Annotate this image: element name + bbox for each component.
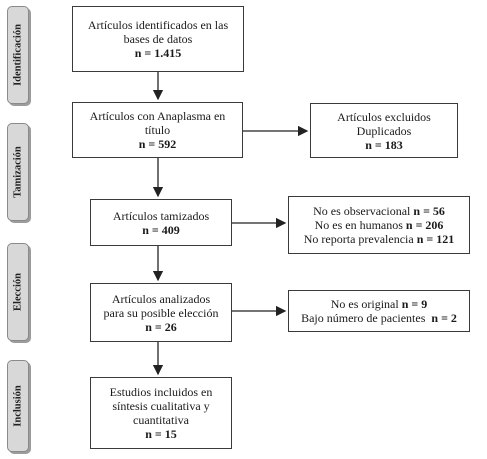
- box-identified: Artículos identificados en las bases de …: [72, 6, 244, 72]
- box-screening-exclusions: No es observacional n = 56 No es en huma…: [288, 196, 470, 254]
- box-count: n = 592: [138, 137, 177, 151]
- phase-identificacion: Identificación: [7, 6, 29, 104]
- box-count: n = 183: [365, 137, 403, 152]
- box-text: Artículos con Anaplasma en: [89, 109, 226, 123]
- phase-inclusion: Inclusión: [7, 360, 29, 452]
- exclusion-row: No reporta prevalencia n = 121: [303, 232, 455, 246]
- box-excluded-duplicates: Artículos excluidos Duplicados n = 183: [310, 103, 458, 158]
- exclusion-row: No es en humanos n = 206: [314, 218, 444, 232]
- box-analysis-exclusions: No es original n = 9 Bajo número de paci…: [288, 290, 470, 332]
- box-count: n = 1.415: [134, 46, 182, 60]
- box-text: para su posible elección: [103, 305, 219, 320]
- box-text: síntesis cualitativa y: [112, 399, 210, 413]
- box-text: título: [144, 123, 171, 137]
- exclusion-row: No es original n = 9: [330, 297, 428, 311]
- phase-eleccion: Elección: [7, 243, 29, 341]
- phase-label: Elección: [12, 273, 24, 311]
- box-text: Estudios incluidos en: [109, 385, 213, 399]
- phase-label: Identificación: [12, 24, 24, 86]
- box-count: n = 26: [145, 319, 177, 334]
- phase-label: Tamización: [12, 146, 24, 198]
- box-text: cuantitativa: [133, 413, 189, 427]
- box-count: n = 15: [145, 427, 177, 441]
- box-text: Artículos tamizados: [112, 208, 210, 223]
- exclusion-row: Bajo número de pacientes n = 2: [301, 311, 457, 325]
- box-screened: Artículos tamizados n = 409: [90, 199, 232, 246]
- box-title: Artículos con Anaplasma en título n = 59…: [72, 102, 243, 158]
- exclusion-row: No es observacional n = 56: [313, 204, 445, 218]
- phase-label: Inclusión: [12, 385, 24, 427]
- box-included: Estudios incluidos en síntesis cualitati…: [90, 377, 232, 449]
- box-text: bases de datos: [123, 32, 193, 46]
- box-text: Duplicados: [356, 123, 412, 138]
- box-text: Artículos identificados en las: [87, 18, 229, 32]
- box-count: n = 409: [142, 222, 180, 237]
- phase-tamizacion: Tamización: [7, 123, 29, 221]
- box-analyzed: Artículos analizados para su posible ele…: [90, 283, 232, 342]
- box-text: Artículos analizados: [111, 291, 211, 306]
- box-text: Artículos excluidos: [337, 109, 431, 124]
